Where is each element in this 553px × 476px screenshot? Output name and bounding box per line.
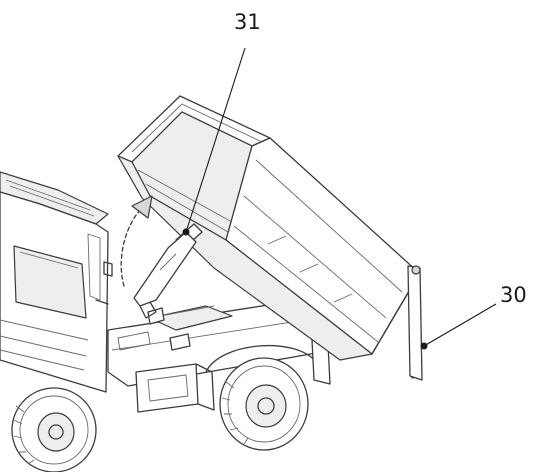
truck-cab	[0, 171, 113, 393]
rear-wheel	[205, 339, 331, 451]
leader-30-dot	[420, 342, 428, 350]
front-wheel	[11, 387, 97, 473]
leader-31	[185, 47, 246, 233]
tipper-body	[117, 95, 421, 379]
chassis-frame	[107, 254, 323, 413]
callout-leaders	[182, 47, 497, 350]
tailgate-support	[407, 265, 423, 381]
lift-arrow-icon	[120, 195, 153, 287]
leader-30	[423, 303, 497, 347]
callout-31-label: 31	[234, 10, 261, 34]
leader-31-dot	[182, 228, 190, 236]
tipper-ram	[133, 223, 203, 319]
callout-30-label: 30	[500, 283, 527, 307]
